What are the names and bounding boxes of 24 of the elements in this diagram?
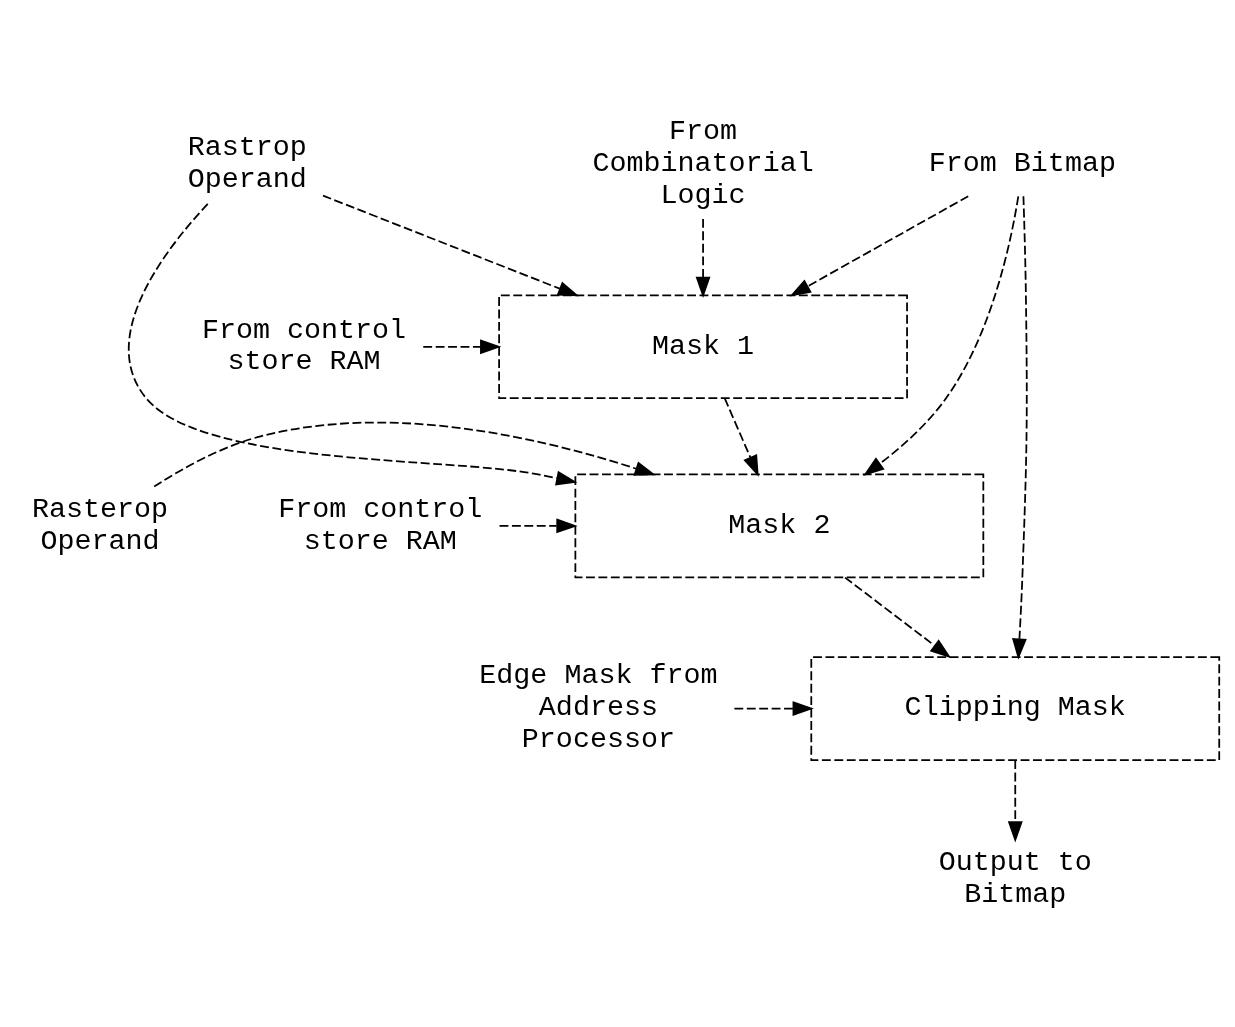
node-box: Mask 1 bbox=[498, 294, 908, 400]
node-text: From Combinatorial Logic bbox=[592, 114, 814, 212]
arrow bbox=[723, 397, 759, 477]
node-text: Rasterop Operand bbox=[31, 492, 169, 558]
node-text: From Bitmap bbox=[928, 146, 1116, 180]
arrow bbox=[1012, 195, 1028, 660]
node-box: Clipping Mask bbox=[810, 656, 1221, 761]
arrow bbox=[789, 195, 970, 297]
node-text: From control store RAM bbox=[278, 492, 483, 558]
arrow bbox=[322, 194, 580, 297]
arrow bbox=[695, 218, 711, 298]
node-box: Mask 2 bbox=[574, 473, 985, 579]
node-text: Edge Mask from Address Processor bbox=[479, 659, 718, 757]
arrow bbox=[863, 195, 1020, 476]
arrow bbox=[844, 576, 952, 659]
node-text: From control store RAM bbox=[201, 313, 407, 379]
node-text: Output to Bitmap bbox=[938, 845, 1092, 911]
arrow bbox=[1007, 759, 1023, 843]
node-text: Rastrop Operand bbox=[187, 130, 307, 196]
arrow bbox=[733, 701, 814, 717]
arrow bbox=[127, 203, 578, 486]
arrow bbox=[498, 518, 578, 534]
arrow bbox=[422, 339, 502, 355]
arrow bbox=[153, 421, 656, 488]
